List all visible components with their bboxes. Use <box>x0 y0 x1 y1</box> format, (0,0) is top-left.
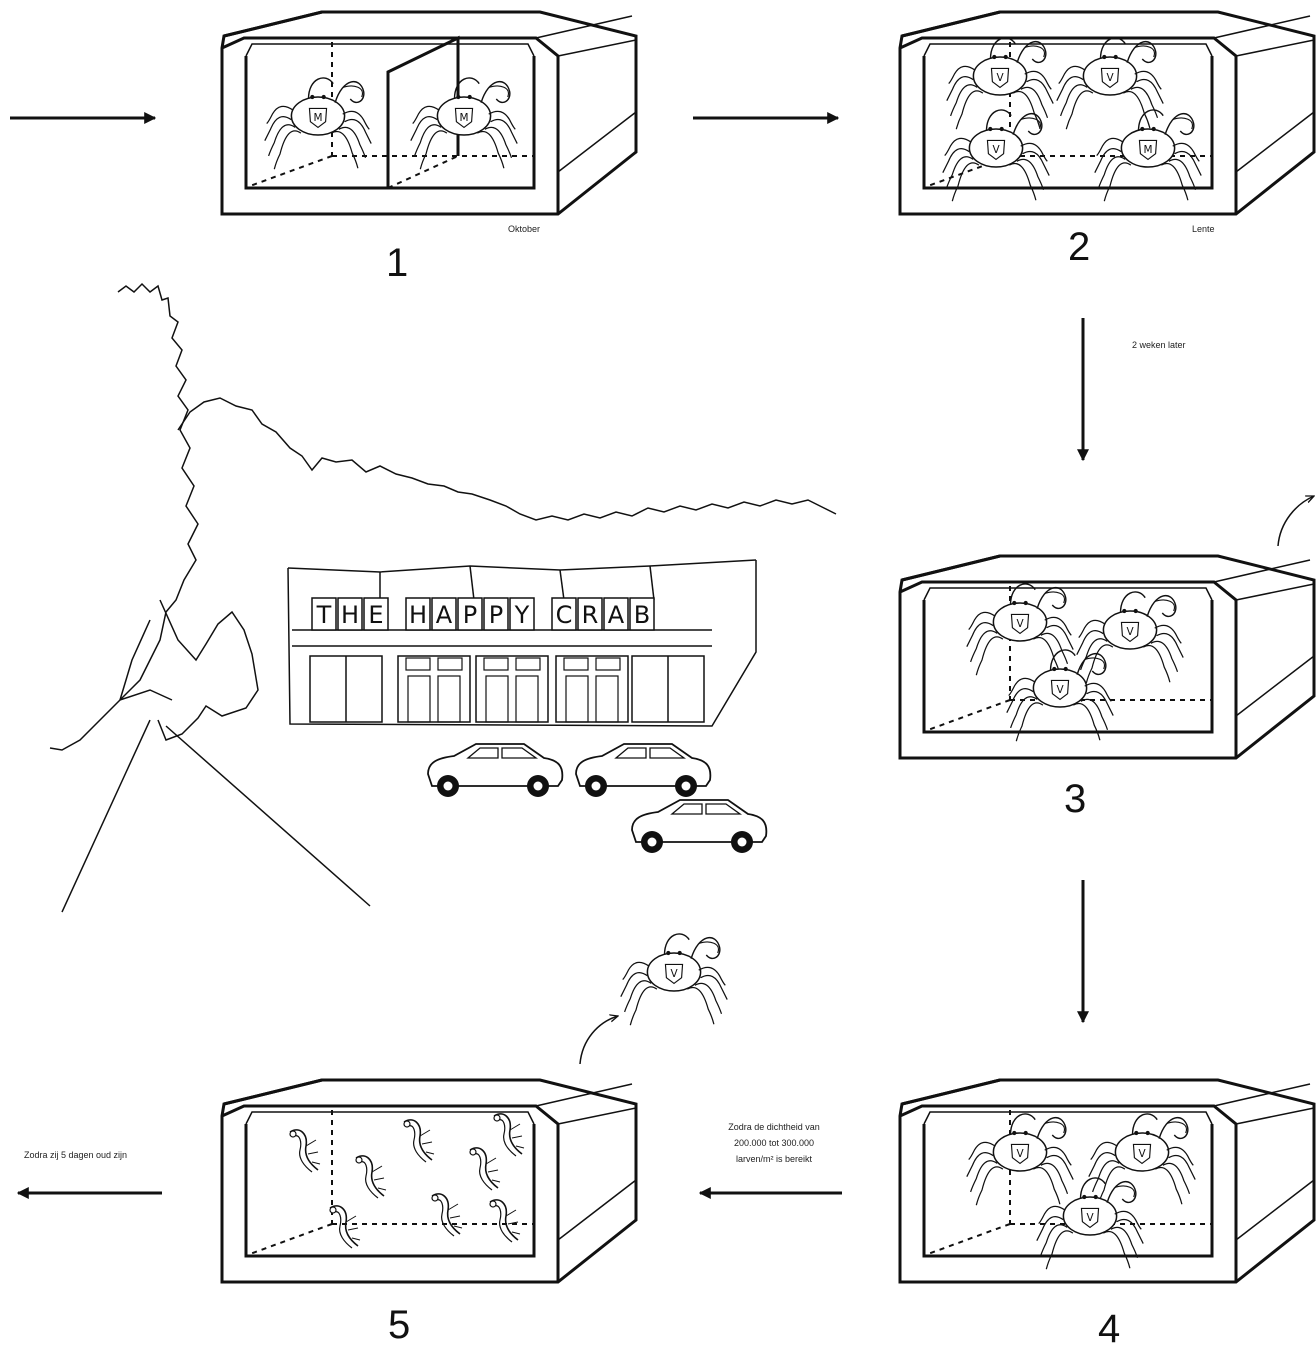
svg-text:H: H <box>341 601 359 629</box>
curved-arrow-step-5-out <box>580 1016 618 1064</box>
svg-text:P: P <box>463 601 477 629</box>
crab-sex-mark: V <box>670 968 678 980</box>
tank-step-2: V V V M <box>900 12 1314 214</box>
step-2-number: 2 <box>1068 225 1090 269</box>
svg-text:E: E <box>368 601 383 629</box>
crab-icon: V <box>967 584 1073 675</box>
larva-icon <box>290 1130 320 1172</box>
step-4-number: 4 <box>1098 1307 1120 1347</box>
car-icon <box>428 744 562 797</box>
sign-letter-tile: H <box>338 598 362 630</box>
road-edge-right <box>166 726 370 906</box>
tank-step-4: V V V <box>900 1080 1314 1282</box>
crab-sex-mark: V <box>1016 1148 1024 1160</box>
step-1-number: 1 <box>386 241 408 285</box>
cliff-outline <box>50 284 198 750</box>
svg-text:A: A <box>608 601 625 629</box>
step-1-caption: Oktober <box>508 224 540 234</box>
released-crab: V <box>621 934 727 1025</box>
step-2-caption: Lente <box>1192 224 1215 234</box>
svg-text:C: C <box>556 601 573 629</box>
sign-letter-tile: A <box>604 598 628 630</box>
sign-letter-tile: T <box>312 598 336 630</box>
car-icon <box>632 800 766 853</box>
svg-text:P: P <box>489 601 503 629</box>
label-density-line-2: 200.000 tot 300.000 <box>734 1138 814 1148</box>
treeline-outline <box>178 398 836 520</box>
sign-letter-tile: E <box>364 598 388 630</box>
crab-sex-mark: V <box>1056 684 1064 696</box>
larva-icon <box>330 1206 360 1248</box>
larva-icon <box>490 1200 520 1242</box>
crab-sex-mark: M <box>313 112 322 124</box>
sign-letter-tile: B <box>630 598 654 630</box>
parked-cars <box>428 744 766 853</box>
label-two-weeks-later: 2 weken later <box>1132 340 1186 350</box>
crab-icon: V <box>1089 1114 1195 1205</box>
sign-letter-tile: P <box>458 598 482 630</box>
svg-text:T: T <box>316 601 332 629</box>
svg-text:B: B <box>634 601 650 629</box>
svg-text:Y: Y <box>514 601 530 629</box>
tank-step-3: V V V <box>900 556 1314 758</box>
car-icon <box>576 744 710 797</box>
sign-letter-tile: R <box>578 598 602 630</box>
crab-sex-mark: M <box>1143 144 1152 156</box>
crab-sex-mark: M <box>459 112 468 124</box>
crab-icon: V <box>621 934 727 1025</box>
sign-letter-tile: Y <box>510 598 534 630</box>
larva-icon <box>356 1156 386 1198</box>
tree-shape-left <box>120 620 172 700</box>
label-five-days-old: Zodra zij 5 dagen oud zijn <box>24 1150 127 1160</box>
larva-icon <box>494 1114 524 1156</box>
crab-icon: V <box>1077 592 1183 683</box>
larva-icon <box>404 1120 434 1162</box>
tree-shape <box>158 600 258 740</box>
svg-text:H: H <box>409 601 427 629</box>
tank-step-5 <box>222 1080 636 1282</box>
larva-icon <box>470 1148 500 1190</box>
step-3-number: 3 <box>1064 777 1086 821</box>
crab-sex-mark: V <box>1106 72 1114 84</box>
crab-sex-mark: V <box>992 144 1000 156</box>
crab-icon: V <box>1007 650 1113 741</box>
curved-arrow-step-3-out <box>1278 496 1314 546</box>
sign-letter-tile: C <box>552 598 576 630</box>
crab-icon: V <box>1057 38 1163 129</box>
svg-text:A: A <box>436 601 453 629</box>
crab-sex-mark: V <box>1126 626 1134 638</box>
step-5-number: 5 <box>388 1303 410 1347</box>
sign-letter-tile: A <box>432 598 456 630</box>
crab-sex-mark: V <box>1086 1212 1094 1224</box>
sign-letter-tile: P <box>484 598 508 630</box>
label-density-line-1: Zodra de dichtheid van <box>728 1122 820 1132</box>
crab-icon: V <box>967 1114 1073 1205</box>
sign-letter-tile: H <box>406 598 430 630</box>
crab-sex-mark: V <box>996 72 1004 84</box>
road-edge-left <box>62 720 150 912</box>
larva-icon <box>432 1194 462 1236</box>
crab-sex-mark: V <box>1016 618 1024 630</box>
svg-text:R: R <box>582 601 599 629</box>
crab-sex-mark: V <box>1138 1148 1146 1160</box>
label-density-line-3: larven/m² is bereikt <box>736 1154 813 1164</box>
